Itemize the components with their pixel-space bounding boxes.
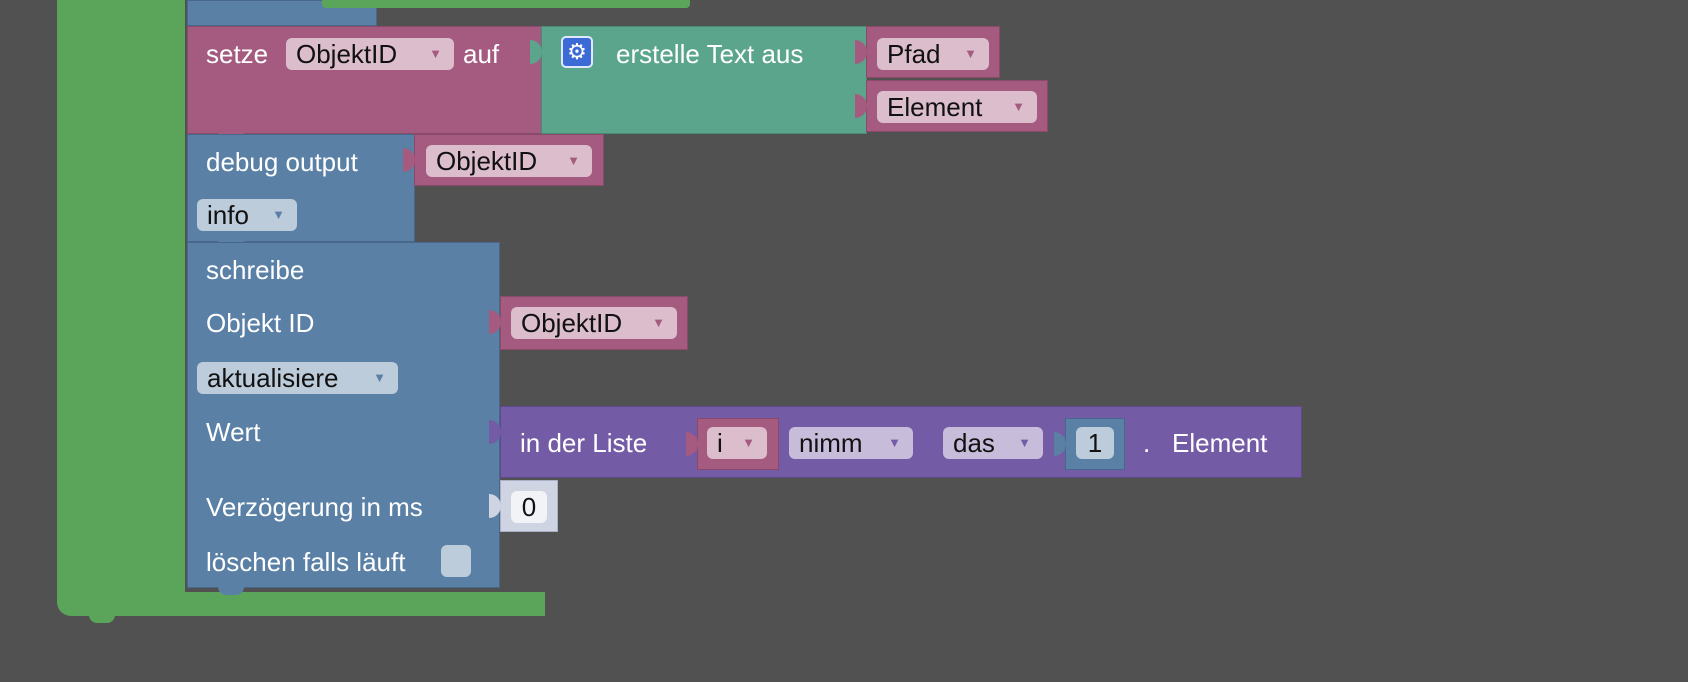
dropdown-arrow-icon: ▼ [742, 435, 755, 450]
dropdown-arrow-icon: ▼ [652, 315, 665, 330]
gear-icon[interactable]: ⚙ [561, 36, 593, 68]
list-variable-connector [686, 432, 698, 456]
list-where-dropdown[interactable]: das ▼ [943, 427, 1043, 459]
debug-level-dropdown[interactable]: info ▼ [197, 199, 297, 231]
clear-if-running-label: löschen falls läuft [206, 547, 406, 577]
dropdown-arrow-icon: ▼ [567, 153, 580, 168]
object-id-dropdown[interactable]: ObjektID ▼ [511, 307, 677, 339]
debug-value-dropdown-value: ObjektID [436, 146, 538, 176]
object-id-connector [489, 310, 501, 334]
write-label: schreibe [206, 255, 305, 285]
list-op-value: nimm [799, 428, 863, 458]
write-block-notch [218, 587, 244, 595]
dropdown-arrow-icon: ▼ [888, 435, 901, 450]
list-get-label: in der Liste [520, 428, 648, 458]
loop-block-bottom-arm [57, 592, 545, 616]
write-state-block[interactable] [187, 242, 500, 588]
text-join-item-1-dropdown[interactable]: Pfad ▼ [877, 38, 989, 70]
text-join-item-2-dropdown[interactable]: Element ▼ [877, 91, 1037, 123]
item-1-connector [855, 40, 867, 64]
value-label: Wert [206, 417, 261, 447]
object-id-dropdown-value: ObjektID [521, 308, 623, 338]
set-label: setze [206, 39, 269, 69]
list-dot-label: . [1143, 428, 1151, 458]
set-variable-dropdown[interactable]: ObjektID ▼ [286, 38, 454, 70]
list-variable-value: i [717, 428, 723, 458]
write-mode-dropdown[interactable]: aktualisiere ▼ [197, 362, 398, 394]
list-element-label: Element [1172, 428, 1268, 458]
delay-label: Verzögerung in ms [206, 492, 423, 522]
list-where-value: das [953, 428, 995, 458]
list-variable-dropdown[interactable]: i ▼ [707, 427, 767, 459]
list-index-field[interactable]: 1 [1076, 427, 1114, 459]
debug-level-value: info [207, 200, 249, 230]
debug-output-label: debug output [206, 147, 358, 177]
dropdown-arrow-icon: ▼ [964, 46, 977, 61]
text-join-item-2-value: Element [887, 92, 983, 122]
object-id-label: Objekt ID [206, 308, 315, 338]
delay-field-value: 0 [521, 492, 537, 522]
dropdown-arrow-icon: ▼ [429, 46, 442, 61]
previous-value-block-partial[interactable] [322, 0, 690, 8]
list-index-value: 1 [1087, 428, 1103, 458]
dropdown-arrow-icon: ▼ [373, 370, 386, 385]
write-mode-value: aktualisiere [207, 363, 339, 393]
dropdown-arrow-icon: ▼ [272, 207, 285, 222]
list-index-connector [1054, 432, 1066, 456]
list-op-dropdown[interactable]: nimm ▼ [789, 427, 913, 459]
set-variable-dropdown-value: ObjektID [296, 39, 398, 69]
text-join-item-1-value: Pfad [887, 39, 941, 69]
loop-block-outer[interactable] [57, 0, 185, 615]
debug-value-dropdown[interactable]: ObjektID ▼ [426, 145, 592, 177]
loop-bottom-notch [89, 615, 115, 623]
text-join-connector [530, 40, 542, 64]
debug-output-block[interactable] [187, 134, 415, 242]
item-2-connector [855, 94, 867, 118]
delay-connector [489, 494, 501, 518]
dropdown-arrow-icon: ▼ [1018, 435, 1031, 450]
list-get-connector [489, 420, 501, 444]
text-join-label: erstelle Text aus [616, 39, 804, 69]
to-label: auf [463, 39, 500, 69]
dropdown-arrow-icon: ▼ [1012, 99, 1025, 114]
clear-if-running-checkbox[interactable] [441, 545, 471, 577]
debug-value-connector [403, 148, 415, 172]
delay-field[interactable]: 0 [511, 491, 547, 523]
